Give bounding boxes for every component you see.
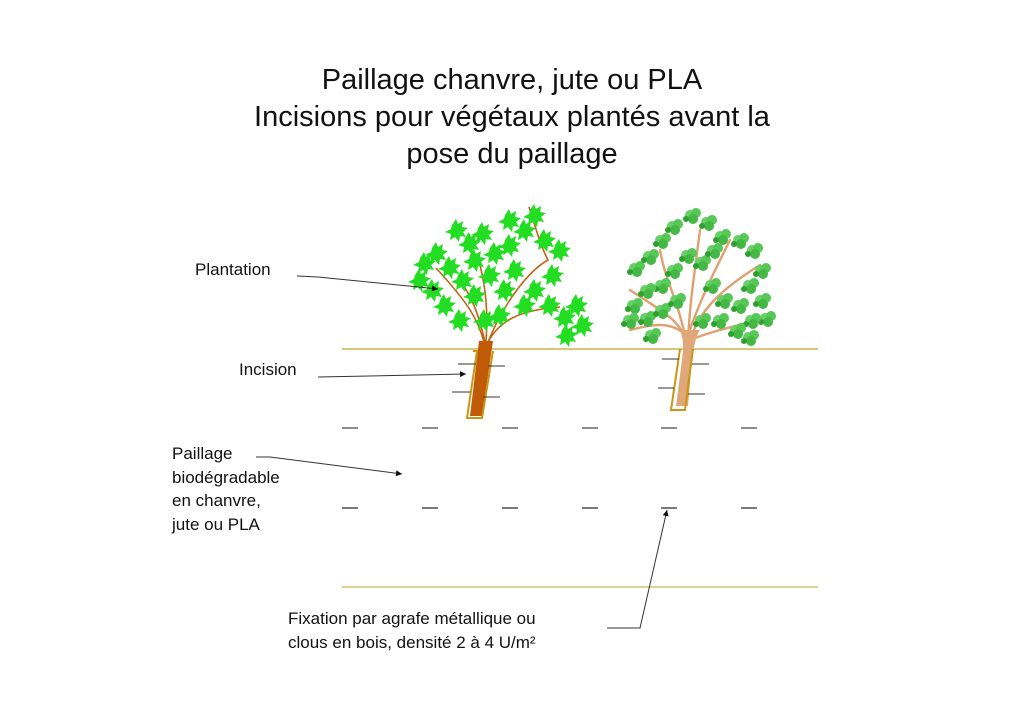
fixation-line-2: clous en bois, densité 2 à 4 U/m²: [288, 633, 536, 652]
tree-left-icon: [408, 204, 594, 419]
arrow-plantation: [296, 275, 439, 292]
paillage-line-3: en chanvre,: [172, 491, 261, 510]
paillage-line-2: biodégradable: [172, 467, 280, 487]
label-paillage: Paillage biodégradable en chanvre, jute …: [172, 442, 280, 536]
paillage-line-1: Paillage: [172, 444, 233, 463]
title-line-1: Paillage chanvre, jute ou PLA: [321, 64, 703, 96]
tree-right-icon: [621, 208, 776, 411]
title-line-2: Incisions pour végétaux plantés avant la: [254, 101, 770, 133]
trunk-right: [676, 330, 700, 406]
paillage-line-4: jute ou PLA: [172, 514, 260, 534]
label-incision: Incision: [239, 360, 297, 379]
fixation-line-1: Fixation par agrafe métallique ou: [288, 609, 536, 628]
label-plantation: Plantation: [195, 260, 271, 279]
title-line-3: pose du paillage: [406, 138, 618, 170]
diagram-title: Paillage chanvre, jute ou PLA Incisions …: [0, 62, 1024, 173]
arrow-paillage: [256, 456, 403, 477]
label-fixation: Fixation par agrafe métallique ou clous …: [288, 607, 536, 655]
incision-slot-right: [669, 348, 694, 411]
trunk-left: [470, 341, 493, 416]
incision-slot-left: [465, 350, 494, 419]
arrow-fixation: [607, 509, 669, 629]
arrow-incision: [317, 371, 467, 378]
